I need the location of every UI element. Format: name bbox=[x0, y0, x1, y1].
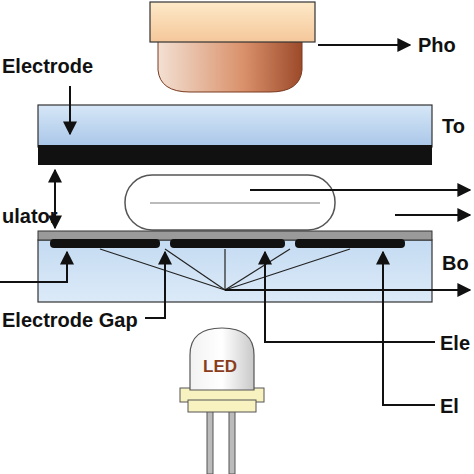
part-label: El bbox=[440, 396, 459, 416]
led-label: LED bbox=[203, 358, 237, 375]
part-label: Bo bbox=[442, 253, 469, 273]
part-label: ulator bbox=[2, 206, 58, 226]
part-label: Ele bbox=[440, 333, 470, 353]
part-label: Electrode Gap bbox=[2, 310, 138, 330]
part-label: To bbox=[442, 116, 465, 136]
part-label: Electrode bbox=[2, 56, 93, 76]
part-label: Pho bbox=[418, 35, 456, 55]
